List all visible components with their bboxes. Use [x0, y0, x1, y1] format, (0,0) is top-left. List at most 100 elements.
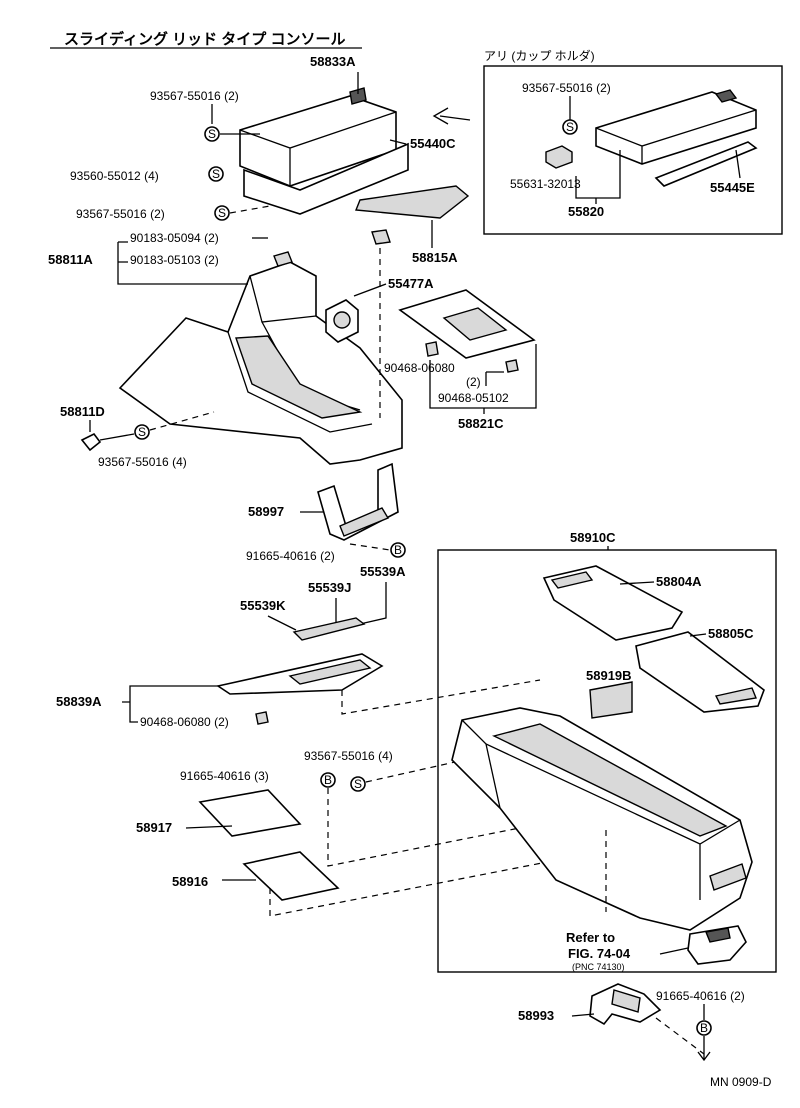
label-93567-55016-4a: 93567-55016 (4)	[98, 455, 187, 469]
label-58821C: 58821C	[458, 416, 504, 431]
label-i55631-32013: 55631-32013	[510, 177, 581, 191]
screw-glyph-3: S	[218, 206, 226, 220]
screw-glyph-4: S	[138, 425, 146, 439]
part-58916-shape	[242, 851, 340, 901]
part-ashtray-top	[705, 927, 731, 943]
screw-symbol-4	[134, 424, 150, 440]
part-ashtray-shape	[687, 925, 747, 965]
refer-to-text: Refer to	[566, 930, 615, 945]
leader-refer	[659, 947, 689, 955]
label-58910C: 58910C	[570, 530, 616, 545]
dash-leader-bolt1	[349, 543, 391, 551]
leader-58804A	[619, 581, 655, 585]
inset-arrow	[432, 107, 471, 125]
label-91665-40616-2b: 91665-40616 (2)	[656, 989, 745, 1003]
label-90468-06080-a-qty: (2)	[466, 375, 481, 389]
part-55445E-shape	[654, 141, 758, 187]
bolt-glyph-1: B	[394, 543, 402, 557]
part-58993-face	[611, 989, 641, 1013]
part-58910C-slot	[709, 863, 747, 891]
leader-58805C	[689, 633, 707, 637]
bracket-58821C	[429, 344, 537, 409]
part-90183-05103-clip	[273, 251, 293, 267]
label-91665-40616-2a: 91665-40616 (2)	[246, 549, 335, 563]
refer-pnc-text: (PNC 74130)	[572, 962, 625, 972]
part-90183-05094-clip	[371, 229, 391, 245]
label-90183-05094: 90183-05094 (2)	[130, 231, 219, 245]
leader-55477A	[353, 283, 387, 297]
bolt-glyph-2: B	[324, 773, 332, 787]
label-58804A: 58804A	[656, 574, 702, 589]
part-55631-shape	[545, 145, 573, 169]
part-58804A-grip	[550, 571, 594, 589]
part-58811D-shape	[80, 432, 102, 452]
dash-leader-58839A	[341, 679, 541, 715]
label-58805C: 58805C	[708, 626, 754, 641]
bracket-58811A	[117, 241, 248, 285]
part-58811A-cavity	[235, 335, 363, 419]
part-58821C-window	[442, 307, 508, 341]
label-58997: 58997	[248, 504, 284, 519]
part-58833A-edges	[239, 111, 397, 186]
leader-55445E	[735, 149, 741, 179]
label-55539A: 55539A	[360, 564, 406, 579]
label-93567-55016-2b: 93567-55016 (2)	[76, 207, 165, 221]
screw-symbol-5	[350, 776, 366, 792]
label-58917: 58917	[136, 820, 172, 835]
part-58815A-shape	[355, 185, 470, 219]
diagram-code: MN 0909-D	[710, 1075, 772, 1089]
cup-holder-edges	[595, 109, 757, 164]
part-58910C-opening	[491, 723, 728, 837]
part-58917-shape	[198, 789, 302, 837]
part-58839A-face	[288, 659, 372, 685]
bolt-symbol-1	[390, 542, 406, 558]
bolt-glyph-3: B	[700, 1021, 708, 1035]
label-58839A: 58839A	[56, 694, 102, 709]
label-i55820: 55820	[568, 204, 604, 219]
bracket-58839A	[122, 685, 220, 723]
screw-glyph-inset: S	[566, 120, 574, 134]
label-58993: 58993	[518, 1008, 554, 1023]
part-58919B-shape	[589, 681, 633, 719]
part-58804A-shape	[542, 565, 684, 641]
part-90468-06080-clip-a	[425, 341, 439, 357]
part-58805C-grip	[714, 687, 757, 705]
part-55539-switches	[292, 617, 366, 641]
screw-symbol-3	[214, 205, 230, 221]
leader-55440C	[389, 139, 407, 145]
leaders-55539	[267, 582, 387, 631]
leader-93567b	[229, 205, 271, 214]
label-58833A: 58833A	[310, 54, 356, 69]
label-93567-55016-2a: 93567-55016 (2)	[150, 89, 239, 103]
label-93560-55012: 93560-55012 (4)	[70, 169, 159, 183]
label-93567-55016-4b: 93567-55016 (4)	[304, 749, 393, 763]
dash-leader-screw5	[365, 759, 465, 783]
label-90468-05102: 90468-05102	[438, 391, 509, 405]
label-90468-06080-a: 90468-06080	[384, 361, 455, 375]
leader-55820	[575, 150, 621, 199]
dash-leader-bolt2	[327, 788, 601, 867]
screw-symbol-2	[208, 166, 224, 182]
label-55440C: 55440C	[410, 136, 456, 151]
leader-58917	[185, 825, 233, 829]
screw-glyph-5: S	[354, 777, 362, 791]
part-90468-05102-clip	[505, 359, 519, 373]
leader-58811D-h	[99, 433, 135, 441]
dash-leader-58916	[269, 839, 661, 917]
bolt-symbol-2	[320, 772, 336, 788]
label-90468-06080-b: 90468-06080 (2)	[140, 715, 229, 729]
label-58916: 58916	[172, 874, 208, 889]
label-i93567-55016-2: 93567-55016 (2)	[522, 81, 611, 95]
dash-leader-bolt3	[655, 1017, 705, 1055]
refer-fig-text: FIG. 74-04	[568, 946, 631, 961]
inset-title: アリ (カップ ホルダ)	[484, 48, 595, 63]
label-90183-05103: 90183-05103 (2)	[130, 253, 219, 267]
screw-symbol-1	[204, 126, 220, 142]
label-55477A: 55477A	[388, 276, 434, 291]
label-91665-40616-3: 91665-40616 (3)	[180, 769, 269, 783]
label-55539J: 55539J	[308, 580, 351, 595]
part-90468-06080-clip-b	[255, 711, 269, 725]
cup-holder-part	[595, 91, 757, 165]
diagram-title: スライディング リッド タイプ コンソール	[64, 30, 345, 48]
